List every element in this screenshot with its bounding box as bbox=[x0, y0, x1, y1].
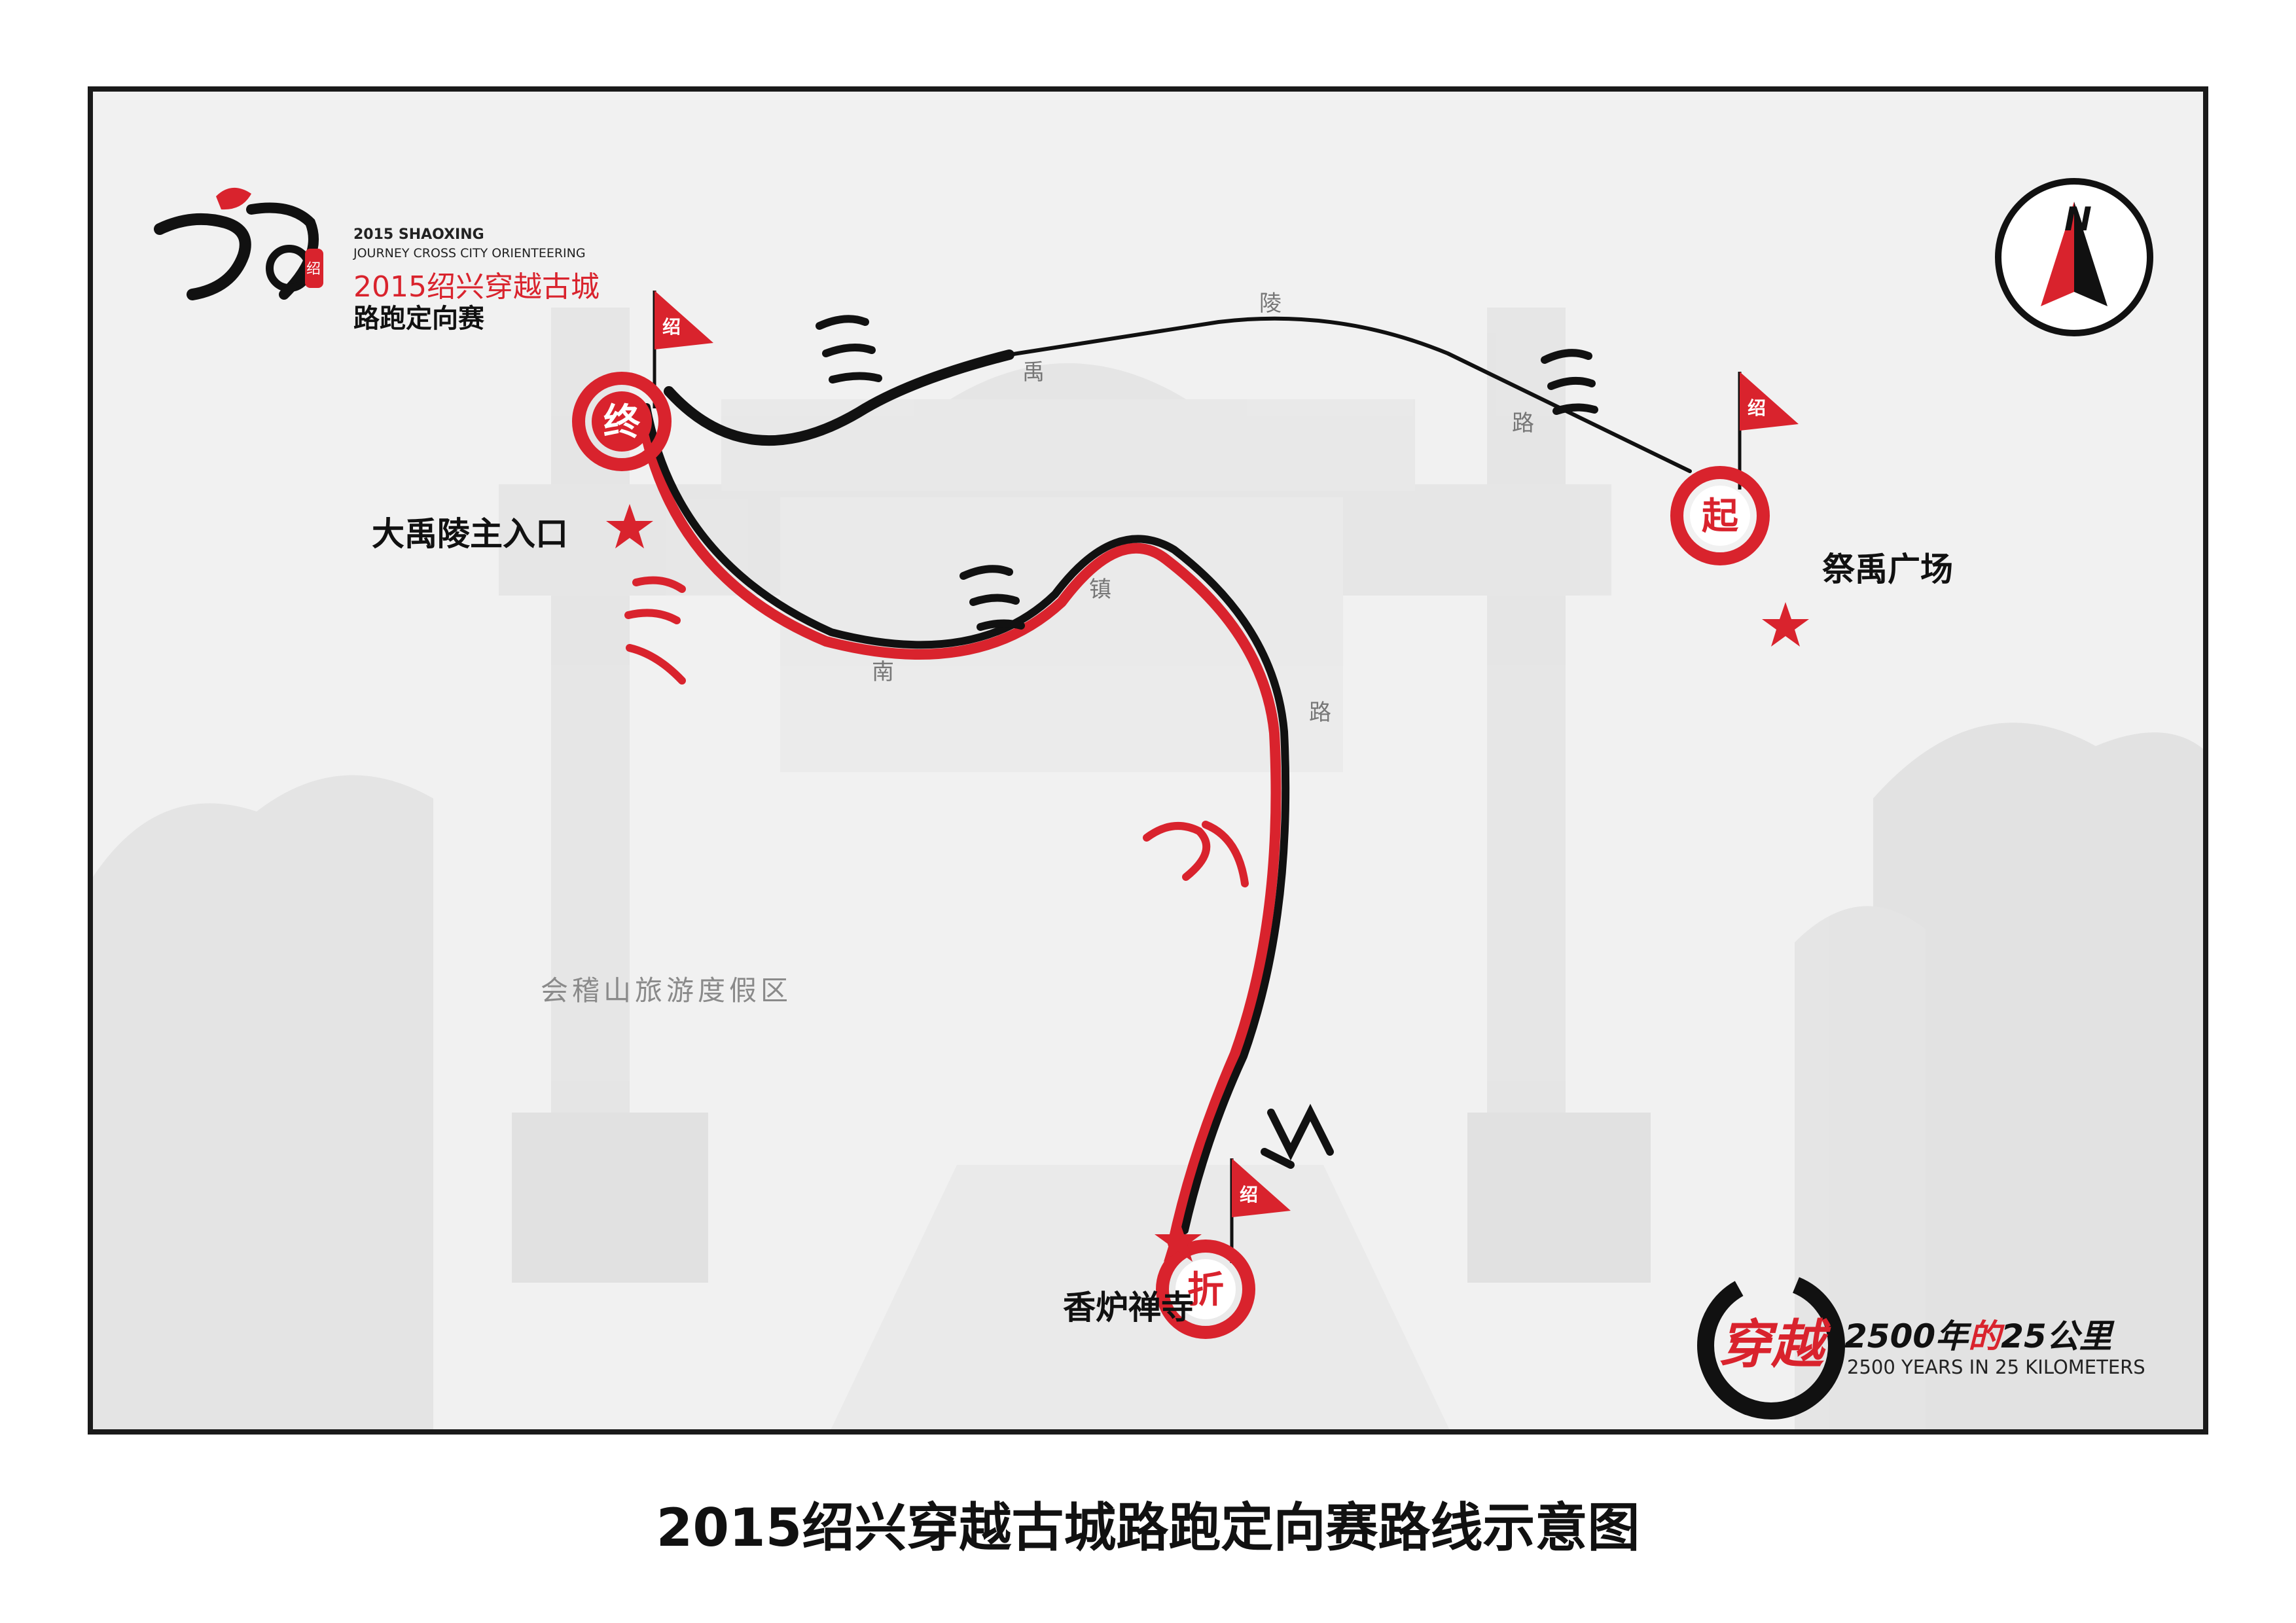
turn-flag bbox=[1232, 1158, 1291, 1217]
route-nanzhen-road-red bbox=[636, 407, 1282, 1249]
checkpoint-end: 绍 终 bbox=[572, 291, 713, 471]
map-scene: 禹 陵 路 南 镇 路 绍 终 绍 起 绍 bbox=[93, 291, 2203, 1429]
background-photo bbox=[93, 308, 2203, 1429]
route-yuling-road-thick bbox=[664, 349, 1014, 446]
route bbox=[636, 316, 1692, 1249]
start-circle bbox=[1670, 466, 1770, 565]
district-label: 会稽山旅游度假区 bbox=[541, 974, 793, 1007]
road-char-zhen: 镇 bbox=[1089, 577, 1111, 603]
slogan-cn-suffix: 公里 bbox=[2046, 1317, 2112, 1355]
checkpoint-start: 绍 起 bbox=[1670, 372, 1799, 565]
star-icon-jiyu bbox=[1762, 602, 1809, 647]
brush-mark-1 bbox=[816, 315, 882, 383]
slogan-cn-prefix: 2500 bbox=[1844, 1317, 1936, 1355]
brush-mark-5 bbox=[1143, 821, 1249, 887]
compass-north-label: N bbox=[2064, 200, 2092, 238]
brush-mark-4 bbox=[624, 576, 686, 685]
end-circle bbox=[572, 372, 672, 471]
star-icon-xianglu bbox=[1155, 1217, 1202, 1262]
route-nanzhen-road-black bbox=[643, 403, 1290, 1234]
slogan-seal-ring bbox=[1697, 1272, 1845, 1419]
logo-seal-char: 绍 bbox=[306, 261, 321, 277]
star-icon-dayu bbox=[606, 504, 653, 548]
road-char-lu-1: 路 bbox=[1512, 410, 1534, 437]
road-char-ling: 陵 bbox=[1259, 291, 1282, 317]
event-logo: 绍 2015 SHAOXING JOURNEY CROSS CITY ORIEN… bbox=[153, 151, 690, 366]
end-flag-char: 绍 bbox=[662, 316, 681, 338]
place-label-jiyu-square: 祭禹广场 bbox=[1822, 550, 1953, 588]
place-label-xianglu-temple: 香炉禅寺 bbox=[1063, 1289, 1194, 1327]
road-char-yu: 禹 bbox=[1022, 359, 1045, 385]
brush-mark-3 bbox=[960, 565, 1025, 631]
slogan-en: 2500 YEARS IN 25 KILOMETERS bbox=[1847, 1356, 2145, 1378]
map-frame: 禹 陵 路 南 镇 路 绍 终 绍 起 绍 bbox=[88, 86, 2208, 1435]
slogan-cn-char1: 年 bbox=[1935, 1317, 1969, 1355]
page-title: 2015绍兴穿越古城路跑定向赛路线示意图 bbox=[656, 1497, 1640, 1558]
start-flag-char: 绍 bbox=[1748, 397, 1766, 419]
place-markers bbox=[606, 504, 1809, 1262]
logo-cn-subtitle: 路跑定向赛 bbox=[353, 304, 484, 334]
slogan-badge: 穿越 bbox=[1719, 1314, 1831, 1375]
brush-mark-6 bbox=[1261, 1103, 1334, 1169]
start-char: 起 bbox=[1702, 495, 1739, 538]
start-flag bbox=[1740, 372, 1799, 431]
route-brush-marks bbox=[624, 315, 1598, 1169]
north-compass-icon: N bbox=[1995, 178, 2153, 336]
end-flag bbox=[655, 291, 713, 349]
turn-flag-char: 绍 bbox=[1240, 1184, 1258, 1205]
road-labels: 禹 陵 路 南 镇 路 bbox=[872, 291, 1534, 726]
road-char-lu-2: 路 bbox=[1309, 700, 1331, 726]
slogan-cn-char2: 的 bbox=[1968, 1317, 2001, 1355]
turn-char: 折 bbox=[1187, 1269, 1224, 1311]
slogan-seal: 穿越 bbox=[1697, 1272, 1845, 1419]
logo-en-subtitle: JOURNEY CROSS CITY ORIENTEERING bbox=[353, 246, 586, 260]
turn-circle bbox=[1156, 1240, 1255, 1339]
place-label-dayu-entrance: 大禹陵主入口 bbox=[372, 515, 568, 553]
road-char-nan: 南 bbox=[872, 659, 894, 685]
shao-calligraphy-logo: 绍 bbox=[154, 187, 323, 300]
checkpoint-turn: 绍 折 bbox=[1156, 1158, 1291, 1339]
logo-cn-title: 2015绍兴穿越古城 bbox=[353, 270, 600, 304]
slogan-cn: 2500年的25公里 bbox=[1844, 1310, 2112, 1357]
end-char: 终 bbox=[603, 401, 641, 444]
slogan-cn-num: 25 bbox=[2001, 1317, 2047, 1355]
logo-en-title: 2015 SHAOXING bbox=[353, 226, 484, 243]
brush-mark-2 bbox=[1541, 349, 1598, 415]
logo-seal bbox=[305, 249, 323, 288]
